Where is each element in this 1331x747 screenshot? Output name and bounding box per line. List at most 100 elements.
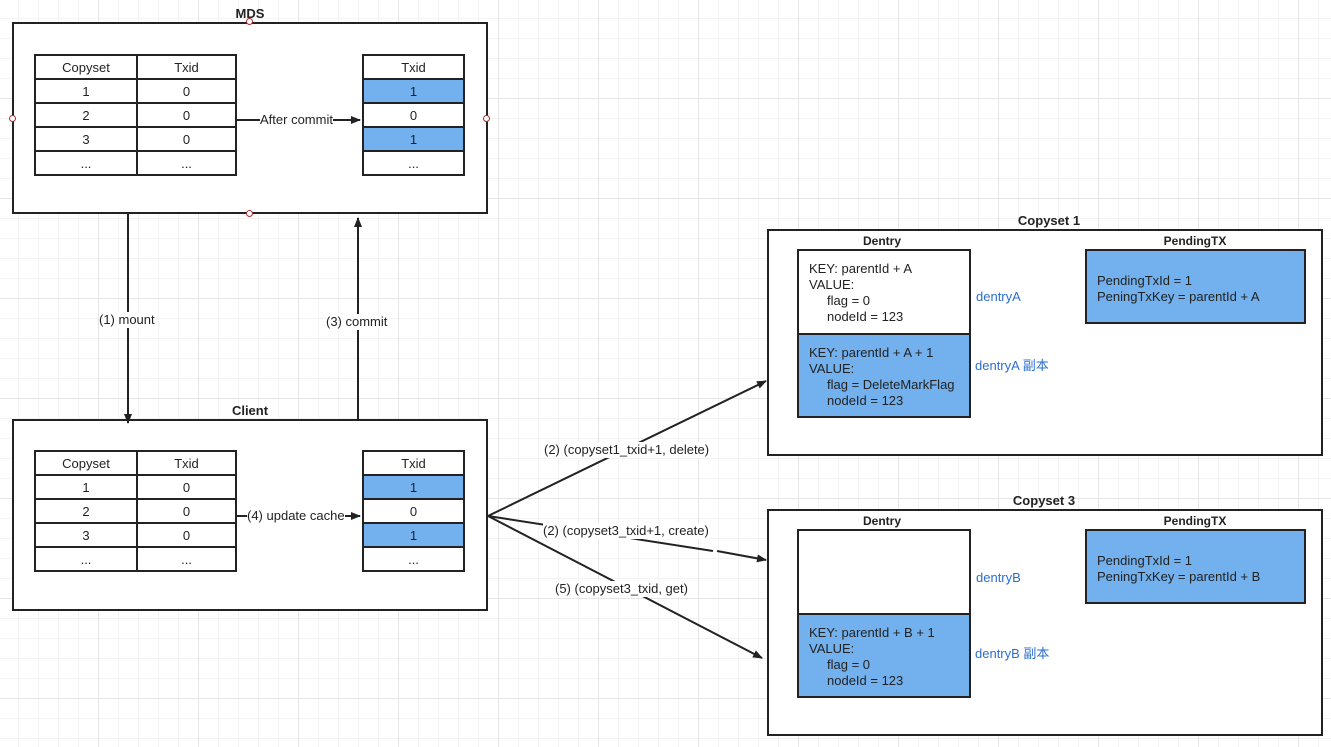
table-row: 0 (362, 102, 465, 128)
dentry-a-box[interactable]: KEY: parentId + A VALUE: flag = 0 nodeId… (797, 249, 971, 335)
create-arrow-head[interactable] (716, 550, 767, 563)
pending-txkey: PeningTxKey = parentId + A (1097, 289, 1260, 304)
copyset1-title: Copyset 1 (1017, 213, 1081, 228)
client-txid-table: Txid 1 0 1 ... (362, 450, 465, 572)
dentry-key: KEY: parentId + A + 1 (809, 345, 934, 360)
selection-handle[interactable] (246, 210, 253, 217)
txid-cell: ... (362, 546, 465, 572)
dentry-a-copy-note: dentryA 副本 (975, 358, 1049, 373)
dentry-flag: flag = DeleteMarkFlag (827, 377, 955, 392)
table-row: 1 0 (34, 474, 237, 500)
txid-cell: 1 (362, 474, 465, 500)
create-label: (2) (copyset3_txid+1, create) (543, 523, 709, 539)
mds-txid-table: Txid 1 0 1 ... (362, 54, 465, 176)
txid-cell: 0 (136, 78, 237, 104)
table-row: 1 (362, 126, 465, 152)
copyset-cell: 3 (34, 522, 138, 548)
delete-label: (2) (copyset1_txid+1, delete) (544, 442, 710, 458)
txid-cell: ... (136, 546, 237, 572)
copyset1-pendingtx-title: PendingTX (1163, 234, 1227, 248)
table-row: 3 0 (34, 126, 237, 152)
pendingtx-box[interactable]: PendingTxId = 1 PeningTxKey = parentId +… (1085, 249, 1306, 324)
dentry-key: KEY: parentId + B + 1 (809, 625, 935, 640)
selection-handle[interactable] (246, 18, 253, 25)
dentry-b-box[interactable] (797, 529, 971, 615)
table-row: ... ... (34, 150, 237, 176)
txid-cell: 1 (362, 522, 465, 548)
table-row: ... ... (34, 546, 237, 572)
dentry-nodeid: nodeId = 123 (827, 393, 904, 408)
dentry-value-label: VALUE: (809, 277, 855, 292)
client-copyset-table: Copyset Txid 1 0 2 0 3 0 ... ... (34, 450, 237, 572)
pending-txid: PendingTxId = 1 (1097, 553, 1193, 568)
dentry-value-label: VALUE: (809, 361, 855, 376)
table-row: 2 0 (34, 498, 237, 524)
mount-label: (1) mount (99, 312, 155, 328)
table-row: ... (362, 150, 465, 176)
copyset3-title: Copyset 3 (1012, 493, 1076, 508)
mds-title: MDS (235, 6, 265, 21)
table-header-row: Copyset Txid (34, 450, 237, 476)
update-cache-label: (4) update cache (247, 508, 345, 524)
table-row: 1 0 (34, 78, 237, 104)
selection-handle[interactable] (9, 115, 16, 122)
column-header-copyset: Copyset (34, 450, 138, 476)
copyset-cell: ... (34, 150, 138, 176)
copyset3-pendingtx-title: PendingTX (1163, 514, 1227, 528)
table-header-row: Txid (362, 450, 465, 476)
dentry-b-copy-note: dentryB 副本 (975, 646, 1050, 661)
table-header-row: Copyset Txid (34, 54, 237, 80)
txid-cell: 0 (136, 126, 237, 152)
dentry-b-copy-box[interactable]: KEY: parentId + B + 1 VALUE: flag = 0 no… (797, 613, 971, 698)
table-row: ... (362, 546, 465, 572)
client-title: Client (231, 403, 269, 418)
get-label: (5) (copyset3_txid, get) (555, 581, 688, 597)
commit-label: (3) commit (326, 314, 388, 330)
copyset-cell: ... (34, 546, 138, 572)
table-row: 2 0 (34, 102, 237, 128)
column-header-txid: Txid (362, 54, 465, 80)
table-row: 1 (362, 522, 465, 548)
pending-txid: PendingTxId = 1 (1097, 273, 1193, 288)
table-row: 0 (362, 498, 465, 524)
dentry-nodeid: nodeId = 123 (827, 673, 904, 688)
table-row: 1 (362, 78, 465, 104)
dentry-nodeid: nodeId = 123 (827, 309, 904, 324)
selection-handle[interactable] (483, 115, 490, 122)
dentry-a-copy-box[interactable]: KEY: parentId + A + 1 VALUE: flag = Dele… (797, 333, 971, 418)
column-header-txid: Txid (136, 54, 237, 80)
copyset-cell: 2 (34, 102, 138, 128)
column-header-txid: Txid (136, 450, 237, 476)
table-row: 1 (362, 474, 465, 500)
txid-cell: ... (362, 150, 465, 176)
dentry-value-label: VALUE: (809, 641, 855, 656)
pendingtx-box[interactable]: PendingTxId = 1 PeningTxKey = parentId +… (1085, 529, 1306, 604)
after-commit-label: After commit (260, 112, 333, 128)
copyset3-dentry-title: Dentry (862, 514, 901, 528)
copyset1-dentry-title: Dentry (862, 234, 901, 248)
txid-cell: ... (136, 150, 237, 176)
dentry-flag: flag = 0 (827, 293, 871, 308)
txid-cell: 0 (362, 102, 465, 128)
copyset-cell: 1 (34, 78, 138, 104)
table-row: 3 0 (34, 522, 237, 548)
dentry-flag: flag = 0 (827, 657, 871, 672)
dentry-a-note: dentryA (976, 289, 1021, 304)
txid-cell: 0 (136, 102, 237, 128)
copyset-cell: 1 (34, 474, 138, 500)
txid-cell: 0 (136, 498, 237, 524)
txid-cell: 1 (362, 78, 465, 104)
table-header-row: Txid (362, 54, 465, 80)
txid-cell: 1 (362, 126, 465, 152)
mds-copyset-table: Copyset Txid 1 0 2 0 3 0 ... ... (34, 54, 237, 176)
txid-cell: 0 (136, 474, 237, 500)
dentry-b-note: dentryB (976, 570, 1021, 585)
dentry-key: KEY: parentId + A (809, 261, 912, 276)
column-header-txid: Txid (362, 450, 465, 476)
copyset-cell: 3 (34, 126, 138, 152)
column-header-copyset: Copyset (34, 54, 138, 80)
pending-txkey: PeningTxKey = parentId + B (1097, 569, 1261, 584)
txid-cell: 0 (362, 498, 465, 524)
copyset-cell: 2 (34, 498, 138, 524)
